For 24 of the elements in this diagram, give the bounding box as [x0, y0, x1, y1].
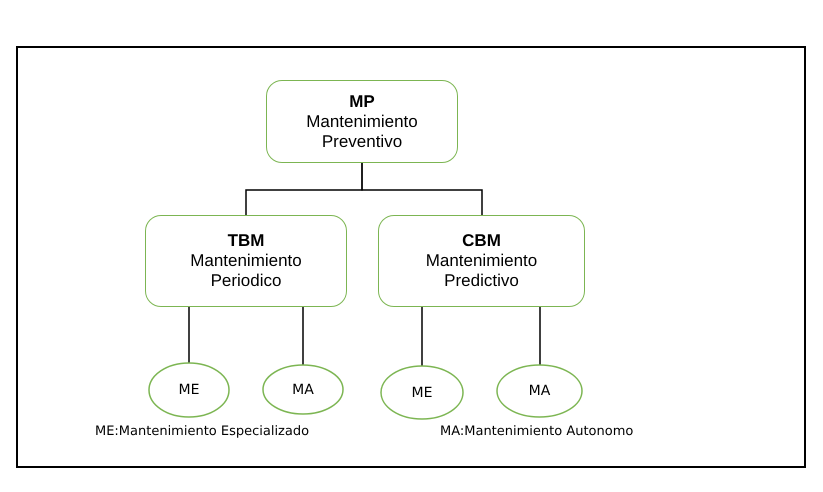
node-text: MA — [292, 382, 314, 398]
node-text: Mantenimiento Preventivo — [305, 112, 419, 152]
node-text: ME — [412, 384, 432, 400]
rounded-box — [266, 80, 458, 163]
connector-line — [539, 307, 541, 365]
ellipse-node — [148, 362, 230, 418]
node-heading: TBM — [228, 231, 264, 251]
node-text: ME — [178, 382, 200, 398]
node-heading: MP — [349, 92, 375, 112]
legend-note: MA:Mantenimiento Autonomo — [440, 424, 634, 439]
node-heading: CBM — [462, 231, 501, 251]
connector-line — [361, 163, 483, 215]
node-text: Mantenimiento Predictivo — [424, 251, 538, 291]
legend-note: ME:Mantenimiento Especializado — [95, 424, 310, 439]
node-text: MA — [528, 383, 550, 399]
ellipse-node — [496, 364, 583, 418]
connector-line — [302, 307, 304, 365]
connector-line — [421, 307, 423, 366]
node-text: Mantenimiento Periodico — [189, 251, 303, 291]
rounded-box — [145, 215, 347, 307]
ellipse-node — [380, 365, 464, 420]
rounded-box — [378, 215, 585, 307]
ellipse-node — [262, 364, 344, 415]
connector-line — [188, 307, 190, 363]
